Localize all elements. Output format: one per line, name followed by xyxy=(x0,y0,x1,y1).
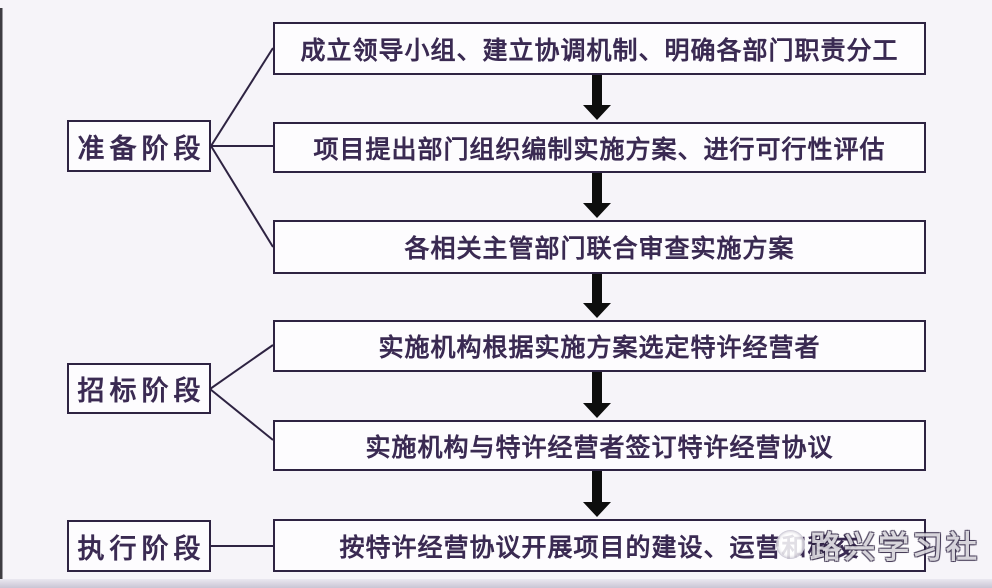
flow-arrow-down xyxy=(583,173,611,218)
flow-arrow-down xyxy=(583,372,611,418)
phase-box-preparation: 准备阶段 xyxy=(67,120,211,172)
phase-label: 招标阶段 xyxy=(77,376,206,406)
step-text: 项目提出部门组织编制实施方案、进行可行性评估 xyxy=(313,136,886,164)
phase-label: 执行阶段 xyxy=(77,533,206,564)
flow-arrow-down xyxy=(583,471,611,517)
phase-label: 准备阶段 xyxy=(77,133,206,164)
flow-arrow-down xyxy=(583,75,611,120)
connector-line xyxy=(210,47,274,147)
step-text: 实施机构根据实施方案选定特许经营者 xyxy=(378,335,821,362)
step-text: 各相关主管部门联合审查实施方案 xyxy=(404,236,795,263)
step-box-1: 成立领导小组、建立协调机制、明确各部门职责分工 xyxy=(273,22,926,75)
flow-arrow-down xyxy=(583,274,611,318)
step-box-4: 实施机构根据实施方案选定特许经营者 xyxy=(273,320,926,372)
connector-line xyxy=(209,388,274,441)
phase-box-execution: 执行阶段 xyxy=(67,520,211,572)
step-box-5: 实施机构与特许经营者签订特许经营协议 xyxy=(273,420,926,471)
bottom-edge-band xyxy=(0,579,992,588)
step-box-3: 各相关主管部门联合审查实施方案 xyxy=(273,220,926,274)
step-text: 按特许经营协议开展项目的建设、运营和移交 xyxy=(339,534,860,562)
connector-line xyxy=(210,145,274,248)
step-box-2: 项目提出部门组织编制实施方案、进行可行性评估 xyxy=(273,122,926,173)
step-text: 实施机构与特许经营者签订特许经营协议 xyxy=(365,434,834,462)
step-box-6: 按特许经营协议开展项目的建设、运营和移交 xyxy=(273,519,926,572)
left-border-line xyxy=(0,8,3,588)
step-text: 成立领导小组、建立协调机制、明确各部门职责分工 xyxy=(300,37,899,65)
phase-box-bidding: 招标阶段 xyxy=(67,363,211,414)
connector-line xyxy=(209,344,274,390)
